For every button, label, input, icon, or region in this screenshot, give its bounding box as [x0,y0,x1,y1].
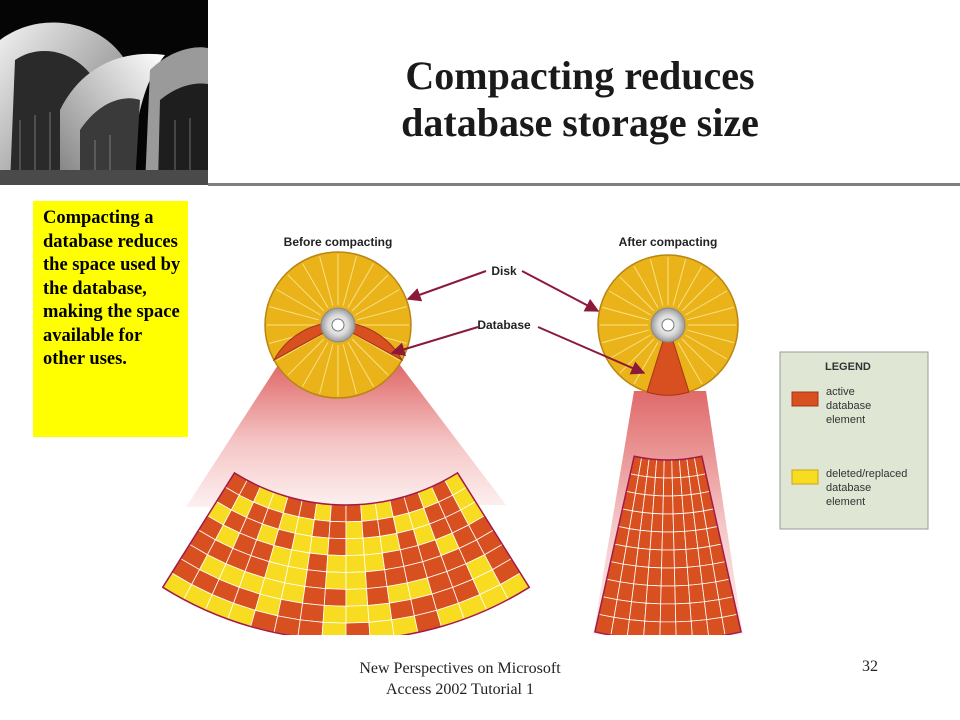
database-arrows [390,326,646,375]
title-line-1: Compacting reduces [405,53,755,98]
after-disk [597,254,739,396]
before-beam [186,365,506,507]
header-divider [208,183,960,186]
legend-active-line2: database [826,400,871,412]
footer-line-2: Access 2002 Tutorial 1 [386,681,534,698]
page-number: 32 [862,658,878,675]
legend-active-line1: active [826,386,855,398]
legend-deleted-line2: database [826,482,871,494]
before-fan-grid [161,471,531,635]
legend: LEGEND active database element deleted/r… [779,351,929,530]
compaction-diagram: Before compacting After compacting Disk … [161,235,929,635]
header-photo [0,0,208,185]
legend-active-line3: element [826,414,865,426]
database-label: Database [477,318,531,332]
disk-label: Disk [491,264,517,278]
after-fan-grid [593,455,743,635]
footer-line-1: New Perspectives on Microsoft [359,660,561,677]
legend-active-swatch [791,391,819,407]
callout-box: Compacting a database reduces the space … [33,201,188,437]
legend-deleted-swatch [791,469,819,485]
legend-deleted-line1: deleted/replaced [826,468,907,480]
slide-title: Compacting reduces database storage size [230,52,930,146]
legend-title: LEGEND [825,361,871,373]
footer-course-title: New Perspectives on Microsoft Access 200… [300,658,620,700]
before-compacting-label: Before compacting [284,235,393,249]
after-compacting-label: After compacting [619,235,718,249]
before-disk [264,251,412,399]
disk-arrows [406,270,600,312]
legend-deleted-line3: element [826,496,865,508]
title-line-2: database storage size [401,100,759,145]
opera-house-image [0,0,208,185]
after-database-sector [646,323,690,396]
